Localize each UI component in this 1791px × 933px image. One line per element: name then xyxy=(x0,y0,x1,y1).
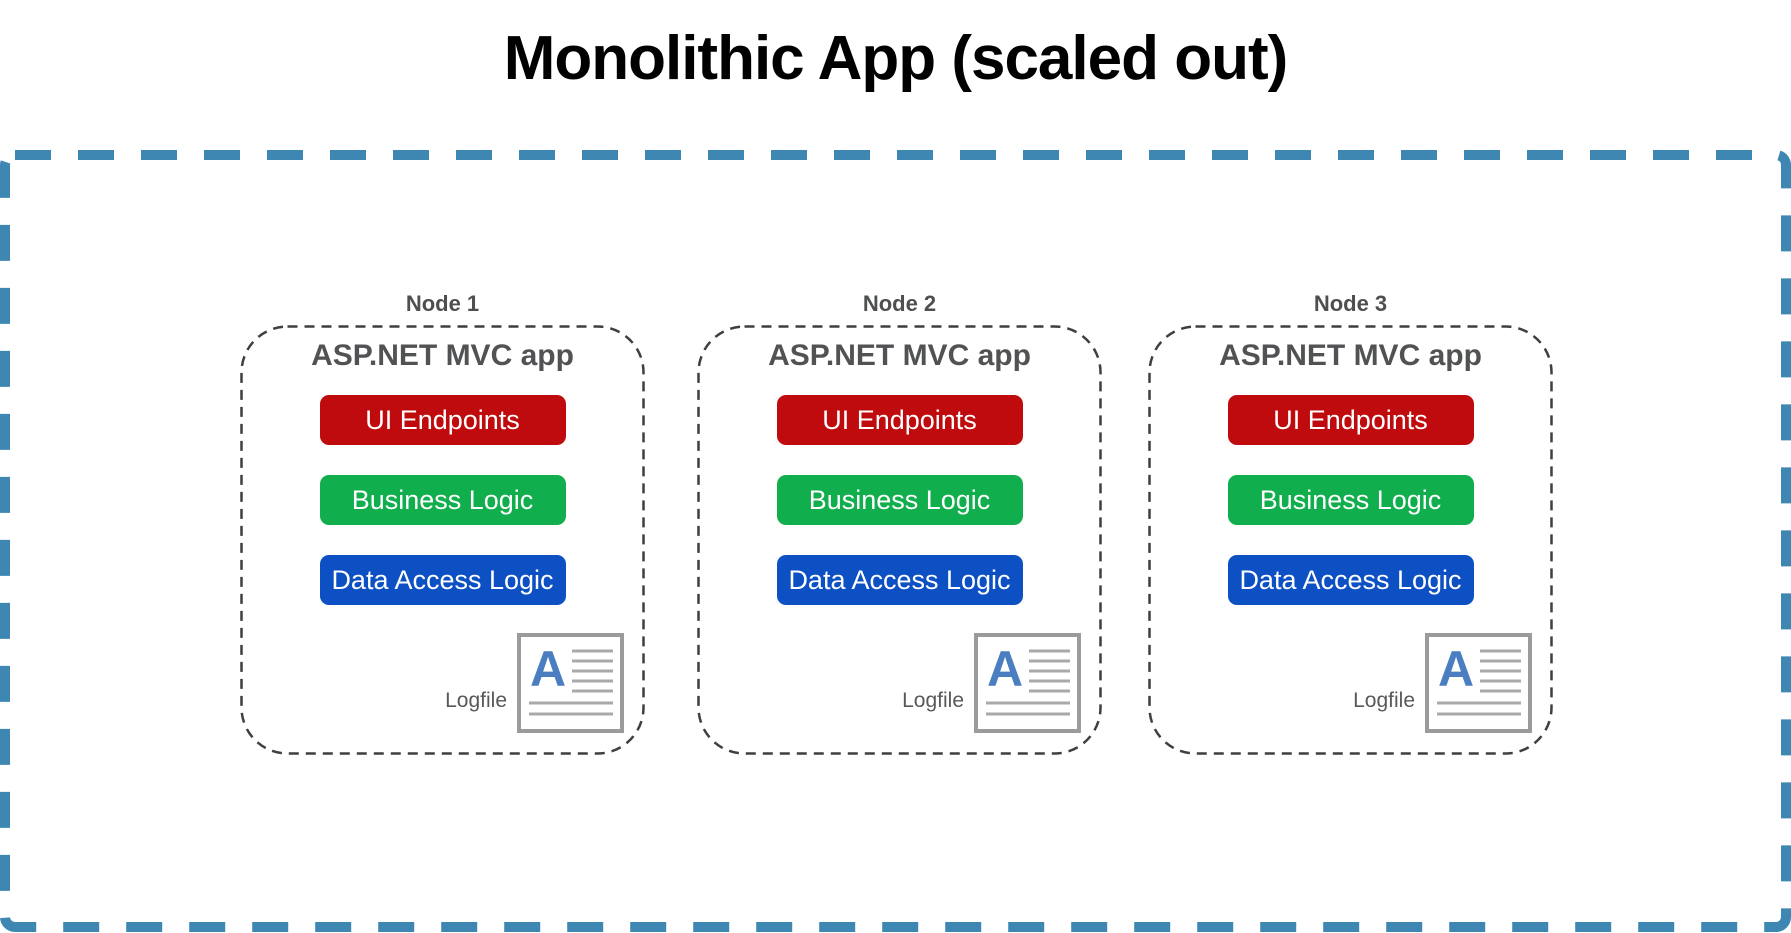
diagram-title: Monolithic App (scaled out) xyxy=(503,24,1289,93)
layer-ui-endpoints: UI Endpoints xyxy=(776,395,1023,445)
node-label: Node 2 xyxy=(862,291,937,316)
layer-data-access-logic: Data Access Logic xyxy=(319,555,566,605)
logfile-label: Logfile xyxy=(445,689,507,712)
layer-data-access-logic: Data Access Logic xyxy=(1227,555,1474,605)
layer-data-access-logic: Data Access Logic xyxy=(776,555,1023,605)
svg-text:A: A xyxy=(530,641,566,697)
logfile-row: Logfile A xyxy=(697,633,1102,733)
layer-business-logic: Business Logic xyxy=(319,475,566,525)
node-container: ASP.NET MVC app UI Endpoints Business Lo… xyxy=(1148,325,1553,755)
logfile-row: Logfile A xyxy=(1148,633,1553,733)
app-title: ASP.NET MVC app xyxy=(311,339,574,372)
layer-ui-endpoints: UI Endpoints xyxy=(319,395,566,445)
node-2: Node 2 ASP.NET MVC app UI Endpoints Busi… xyxy=(697,290,1102,757)
svg-text:A: A xyxy=(987,641,1023,697)
node-label: Node 1 xyxy=(405,291,480,316)
node-1: Node 1 ASP.NET MVC app UI Endpoints Busi… xyxy=(240,290,645,757)
text-document-icon: A xyxy=(974,633,1081,733)
logfile-row: Logfile A xyxy=(240,633,645,733)
layer-business-logic: Business Logic xyxy=(1227,475,1474,525)
node-container: ASP.NET MVC app UI Endpoints Business Lo… xyxy=(240,325,645,755)
layer-ui-endpoints: UI Endpoints xyxy=(1227,395,1474,445)
logfile-label: Logfile xyxy=(1353,689,1415,712)
app-title: ASP.NET MVC app xyxy=(768,339,1031,372)
node-3: Node 3 ASP.NET MVC app UI Endpoints Busi… xyxy=(1148,290,1553,757)
node-container: ASP.NET MVC app UI Endpoints Business Lo… xyxy=(697,325,1102,755)
logfile-label: Logfile xyxy=(902,689,964,712)
node-label: Node 3 xyxy=(1313,291,1388,316)
app-title: ASP.NET MVC app xyxy=(1219,339,1482,372)
text-document-icon: A xyxy=(517,633,624,733)
layer-business-logic: Business Logic xyxy=(776,475,1023,525)
text-document-icon: A xyxy=(1425,633,1532,733)
svg-text:A: A xyxy=(1438,641,1474,697)
